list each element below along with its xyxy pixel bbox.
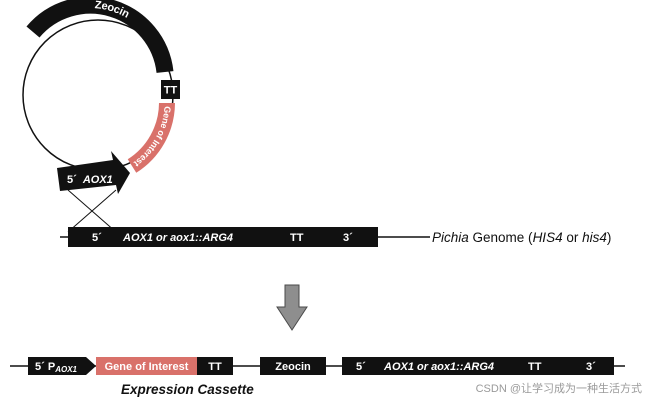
genome-label-species: Pichia bbox=[432, 230, 469, 245]
genome-label: Pichia Genome (HIS4 or his4) bbox=[432, 230, 611, 245]
plasmid-zeocin-label: Zeocin bbox=[94, 0, 131, 21]
cassette-paox1-arrow bbox=[28, 357, 96, 375]
cassette-paox1-sub: AOX1 bbox=[54, 365, 77, 374]
genome-tt: TT bbox=[290, 232, 304, 244]
cassette-paox1-prefix: 5´ P bbox=[35, 361, 55, 373]
genome-label-his4-mut: his4 bbox=[582, 230, 607, 245]
plasmid-promoter-prime: 5´ bbox=[67, 174, 77, 186]
plasmid-promoter-name: AOX1 bbox=[82, 174, 113, 186]
genome-label-close: ) bbox=[607, 230, 612, 245]
plasmid-map: Zeocin TT Gene of Interest 5´ AOX1 bbox=[22, 0, 180, 233]
cassette-tt-box bbox=[197, 357, 233, 375]
plasmid-tt-box bbox=[161, 80, 180, 99]
cassette-gene-label: Gene of Interest bbox=[105, 361, 189, 373]
cassette-paox1-label: 5´ PAOX1 bbox=[35, 361, 78, 374]
cassette-tt-label: TT bbox=[208, 361, 222, 373]
cassette-locus-label: AOX1 or aox1::ARG4 bbox=[383, 361, 494, 373]
genome-label-genome: Genome ( bbox=[469, 230, 533, 245]
cassette-three-prime: 3´ bbox=[586, 361, 596, 373]
cassette-caption: Expression Cassette bbox=[121, 382, 254, 397]
plasmid-aox1-promoter-label: 5´ AOX1 bbox=[67, 174, 113, 186]
watermark: CSDN @让学习成为一种生活方式 bbox=[476, 381, 642, 395]
plasmid-zeocin-arc bbox=[26, 0, 174, 74]
genome-five-prime: 5´ bbox=[92, 232, 102, 244]
plasmid-gene-arc bbox=[127, 102, 175, 173]
cassette-zeocin-box bbox=[260, 357, 326, 375]
expression-cassette: 5´ PAOX1 Gene of Interest TT Zeocin 5´ A… bbox=[10, 357, 625, 397]
cassette-locus-box bbox=[342, 357, 614, 375]
crossover-line-right bbox=[67, 189, 117, 233]
genome-three-prime: 3´ bbox=[343, 232, 353, 244]
pichia-genome: 5´ AOX1 or aox1::ARG4 TT 3´ Pichia Genom… bbox=[60, 227, 611, 247]
genome-block bbox=[68, 227, 378, 247]
plasmid-aox1-promoter-arrow bbox=[57, 151, 130, 194]
genome-locus: AOX1 or aox1::ARG4 bbox=[122, 232, 233, 244]
cassette-tt2-label: TT bbox=[528, 361, 542, 373]
genome-label-his4: HIS4 bbox=[533, 230, 563, 245]
cassette-zeocin-label: Zeocin bbox=[275, 361, 311, 373]
integration-down-arrow bbox=[276, 284, 308, 331]
plasmid-tt-label: TT bbox=[164, 85, 178, 97]
genome-label-or: or bbox=[563, 230, 583, 245]
cassette-five-prime: 5´ bbox=[356, 361, 366, 373]
cassette-gene-box bbox=[96, 357, 197, 375]
